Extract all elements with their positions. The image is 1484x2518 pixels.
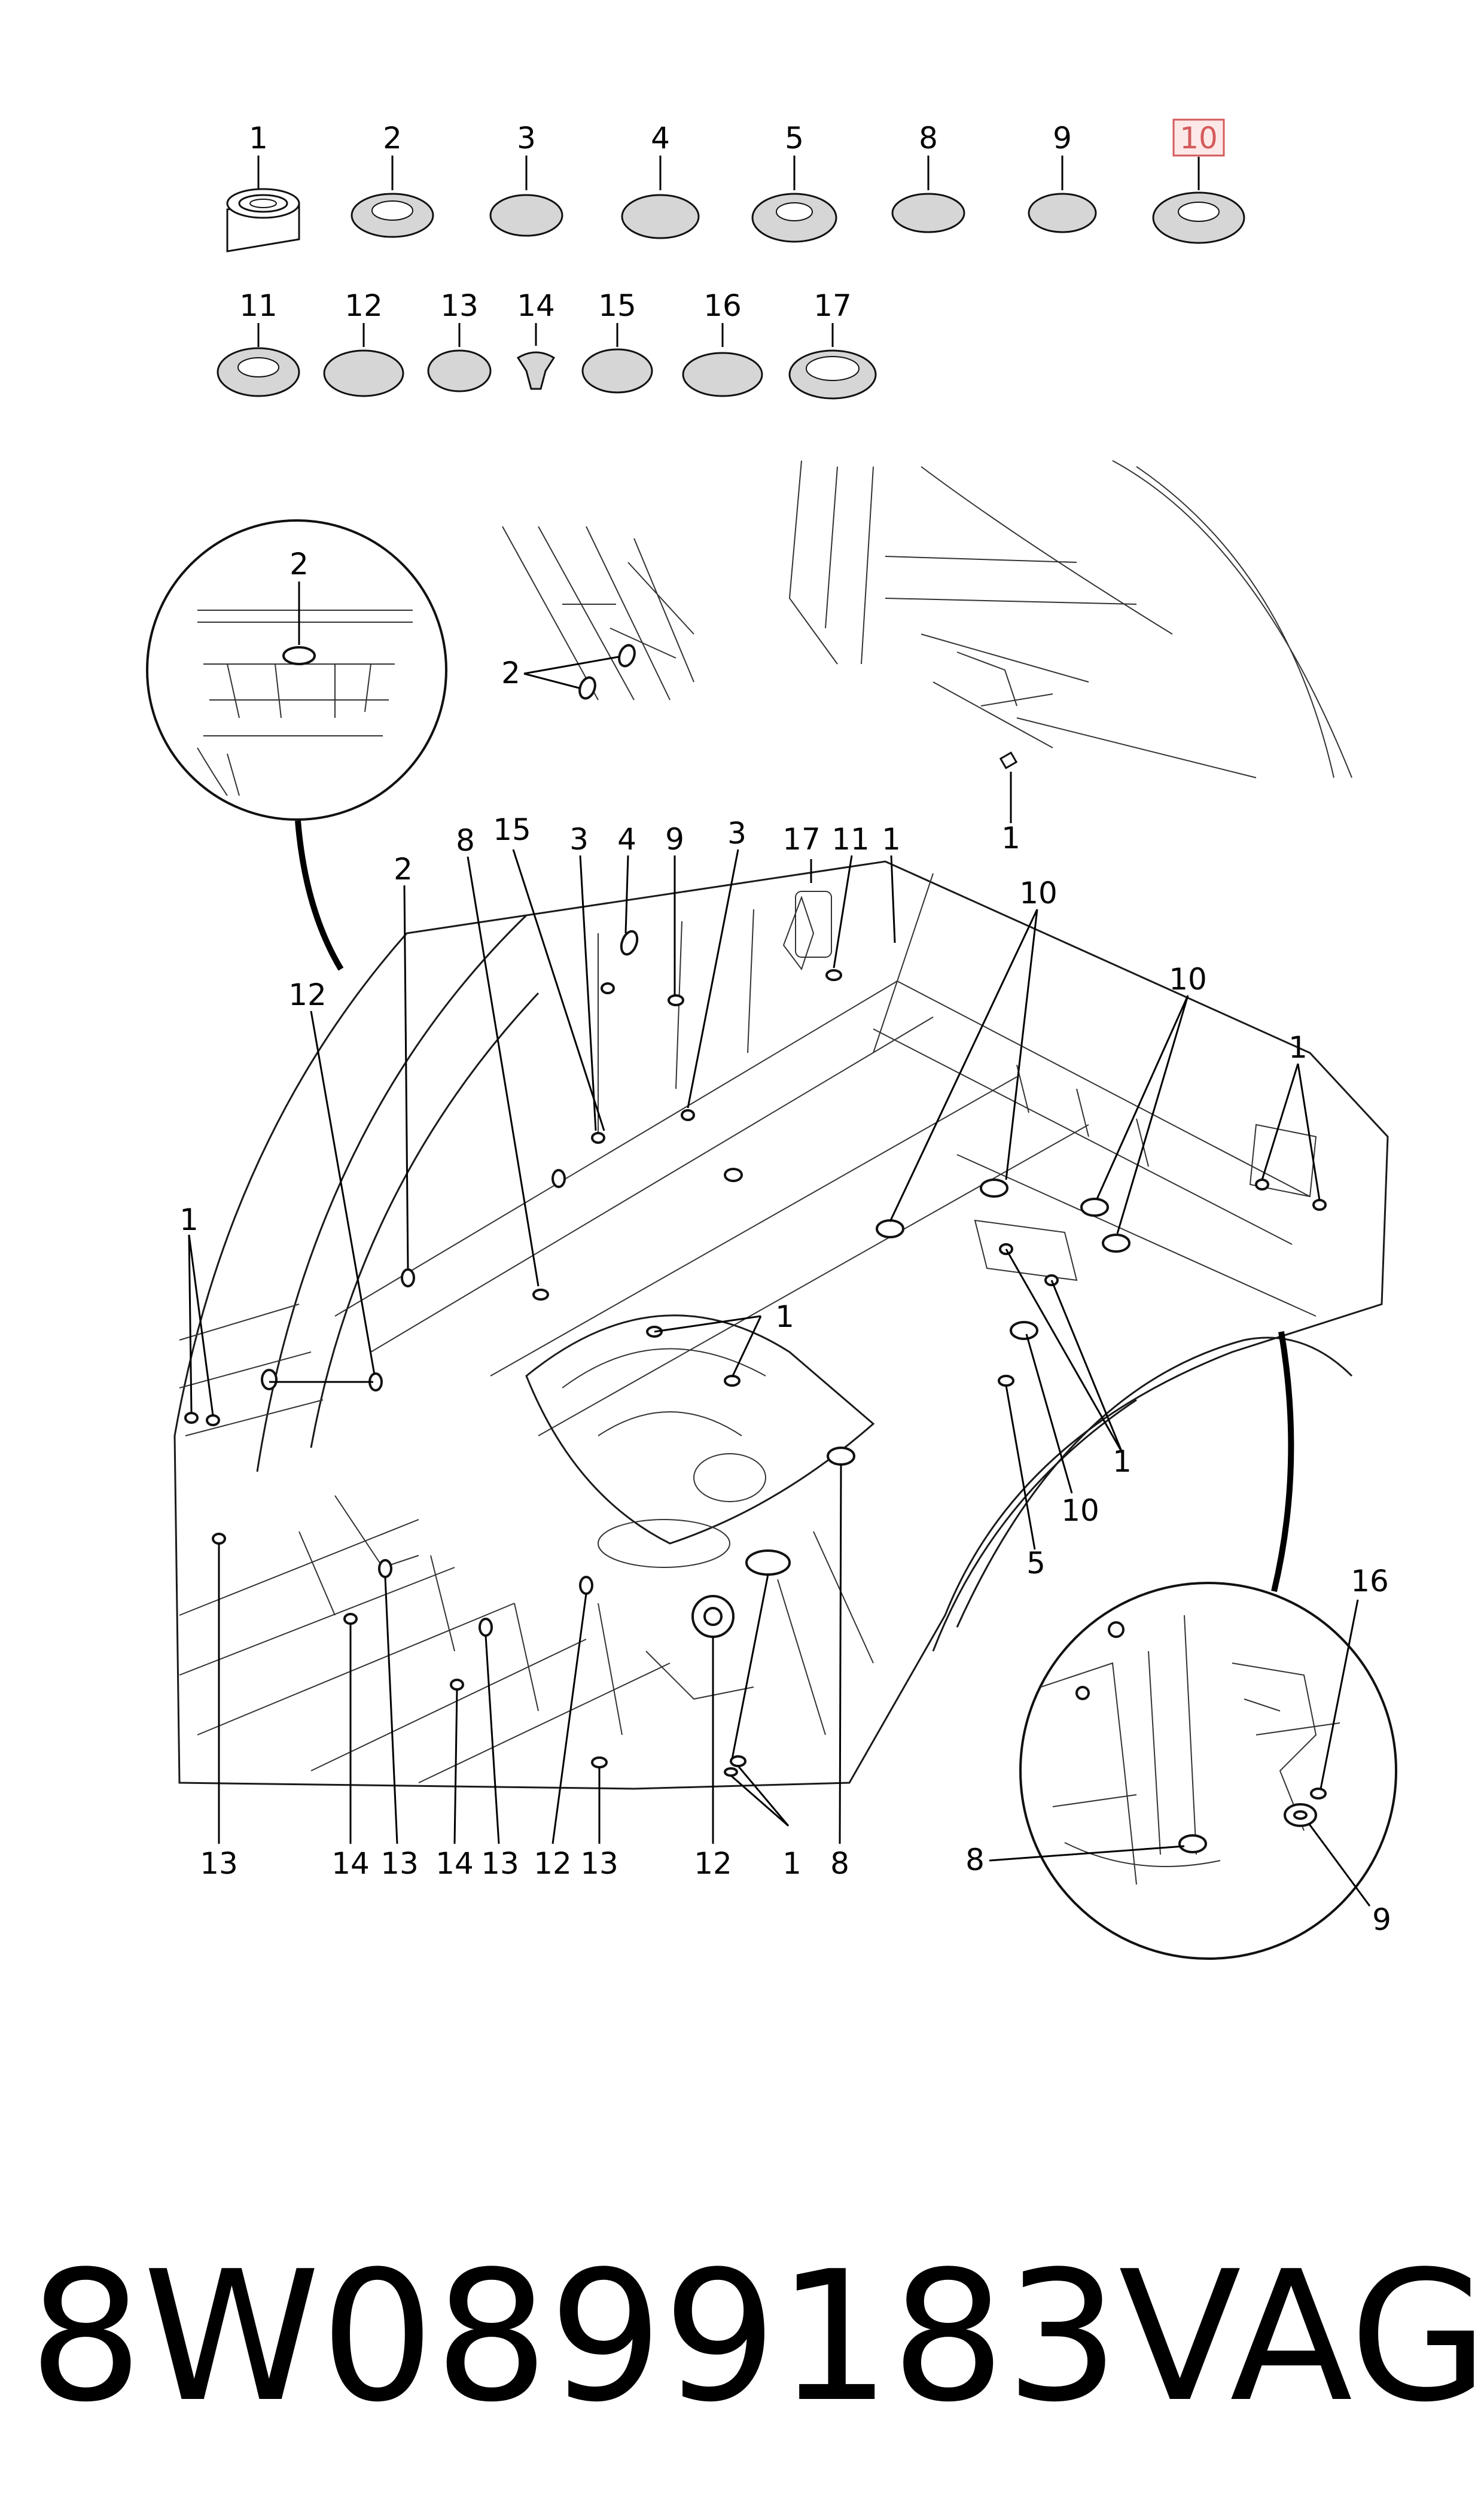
part-label: 1: [249, 121, 268, 156]
parts-row-2: 11 12 13 14 15 16: [217, 288, 877, 400]
part-16-plug-icon: 16: [682, 288, 763, 397]
detail-leader: [295, 820, 344, 971]
callout-label: 5: [1026, 1546, 1046, 1581]
callout-label: 13: [200, 1846, 238, 1881]
callout-label: 11: [831, 822, 870, 857]
part-label: 17: [813, 288, 852, 323]
callout-label: 10: [1061, 1493, 1099, 1528]
bottom-callouts: 13 14 13 14 13 12 13 12 1 8: [200, 1846, 849, 1881]
callout-label: 2: [394, 852, 413, 887]
main-callouts: 2 8 15 3 4 9 3 17 11 1 10 10 1 12 1 1 1 …: [179, 812, 1308, 1581]
callout-label: 2: [501, 656, 520, 690]
callout-label: 1: [1113, 1444, 1132, 1479]
part-5-plug-icon: 5: [751, 121, 837, 243]
callout-label: 10: [1169, 962, 1207, 997]
part-label: 15: [598, 288, 636, 323]
part-label: 8: [919, 121, 938, 156]
callout-label: 12: [288, 978, 327, 1012]
highlight-box: [1172, 118, 1225, 157]
part-label: 16: [703, 288, 742, 323]
part-15-plug-icon: 15: [581, 288, 653, 394]
part-8-plug-icon: 8: [891, 121, 965, 233]
callout-label: 1: [882, 822, 901, 857]
detail-circle-top-left: 2: [146, 519, 447, 971]
part-3-plug-icon: 3: [489, 121, 563, 237]
callout-label: 9: [665, 822, 684, 857]
callout-label: 1: [179, 1202, 199, 1237]
callout-label: 8: [456, 823, 475, 858]
part-label: 11: [239, 288, 278, 323]
callout-label: 15: [493, 812, 531, 847]
callout-label: 17: [782, 822, 821, 857]
callout-label: 3: [569, 822, 589, 857]
callout-label: 3: [727, 816, 746, 851]
callout-label: 1: [1288, 1030, 1308, 1065]
callout-label: 1: [782, 1846, 802, 1881]
callout-label: 14: [435, 1846, 474, 1881]
footer: 8W0899183 VAG: [29, 2233, 1484, 2441]
part-11-plug-icon: 11: [217, 288, 300, 397]
part-9-plug-icon: 9: [1028, 121, 1097, 233]
part-1-tape-roll-icon: 1: [226, 121, 300, 252]
brand-name: VAG: [1119, 2233, 1484, 2441]
part-17-plug-icon: 17: [788, 288, 877, 400]
callout-label: 4: [617, 822, 636, 857]
part-label: 12: [345, 288, 383, 323]
part-label: 14: [517, 288, 555, 323]
part-label: 13: [440, 288, 479, 323]
callout-label: 16: [1351, 1564, 1389, 1599]
callout-label: 2: [290, 547, 309, 581]
part-label-highlighted: 10: [1180, 121, 1218, 156]
callout-label: 10: [1019, 876, 1058, 911]
part-13-plug-icon: 13: [427, 288, 492, 392]
callout-label: 12: [694, 1846, 732, 1881]
callout-label: 12: [534, 1846, 572, 1881]
callout-label: 8: [965, 1843, 985, 1877]
callout-label: 1: [1001, 821, 1020, 855]
part-number: 8W0899183: [29, 2233, 1120, 2441]
detail-circle-bottom-right: 16 8 9: [965, 1564, 1397, 1960]
part-4-plug-icon: 4: [621, 121, 700, 239]
callout-label: 8: [830, 1846, 849, 1881]
detail-leader: [1271, 1331, 1294, 1593]
leader-lines: [188, 849, 1321, 1844]
callout-label: 1: [775, 1299, 794, 1334]
callout-label: 13: [580, 1846, 618, 1881]
part-label: 5: [785, 121, 804, 156]
main-underbody-drawing: [173, 849, 1389, 1844]
parts-row-1: 1 2 3 4 5: [226, 118, 1245, 252]
part-10-plug-icon[interactable]: 10: [1152, 118, 1245, 244]
detail-top-right: 1: [788, 460, 1352, 855]
part-14-clip-icon: 14: [516, 288, 556, 390]
callout-label: 13: [481, 1846, 519, 1881]
part-label: 4: [651, 121, 670, 156]
callout-label: 14: [331, 1846, 370, 1881]
part-label: 3: [517, 121, 536, 156]
callout-label: 13: [380, 1846, 419, 1881]
part-label: 2: [383, 121, 402, 156]
part-12-plug-icon: 12: [323, 288, 404, 397]
callout-label: 9: [1372, 1902, 1391, 1937]
part-2-plug-icon: 2: [351, 121, 434, 238]
detail-top-middle: 2: [501, 526, 694, 701]
part-label: 9: [1053, 121, 1072, 156]
